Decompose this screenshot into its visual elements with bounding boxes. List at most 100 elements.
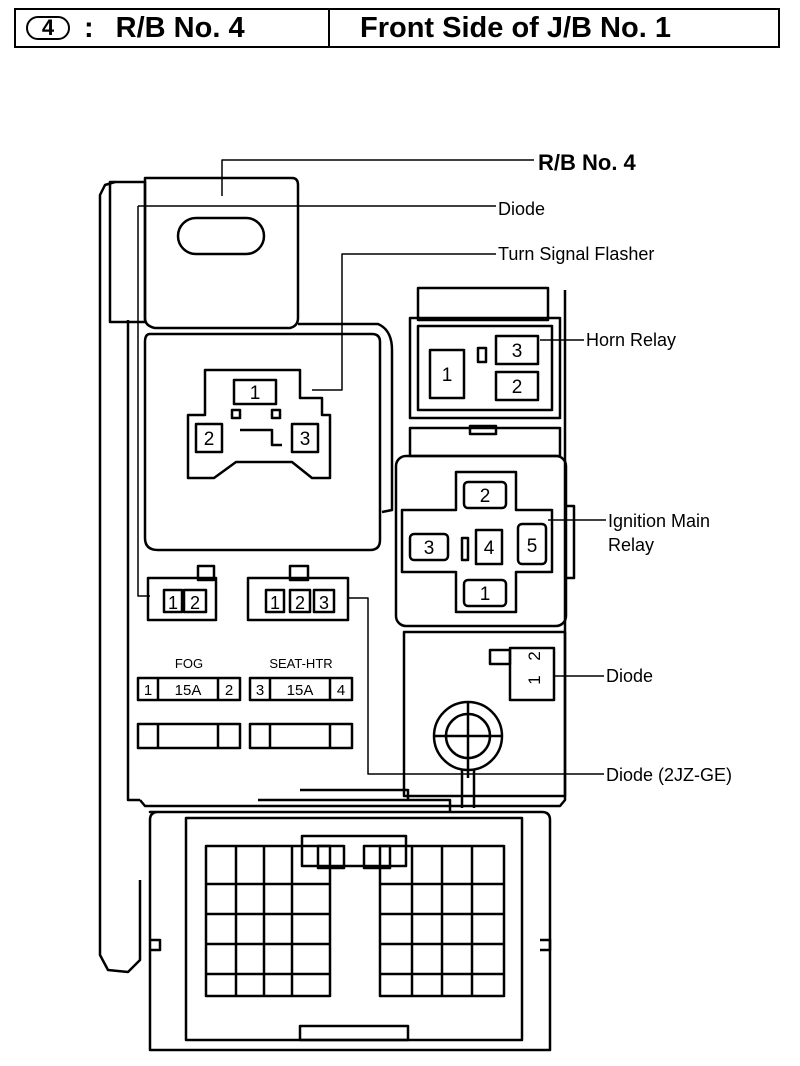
bottom-connector-center-hood: [300, 834, 408, 868]
diode-small-pin-1: 1: [168, 593, 178, 613]
header-right-cell: Front Side of J/B No. 1: [360, 10, 770, 46]
seat-htr-fuse-dividers: [268, 678, 332, 700]
horn-pin-3: 3: [512, 341, 523, 362]
diode-3pin-pin-1-box: [264, 588, 286, 614]
fog-fuse-spare: [136, 722, 242, 750]
ignition-pin-5: 5: [527, 536, 538, 557]
ignition-pin-key: [460, 536, 470, 562]
seat-htr-fuse-spare: [248, 722, 354, 750]
bottom-connector-latch: [298, 1024, 410, 1042]
fuse-fog-left-pin: 1: [144, 682, 152, 699]
label-ignition-main-line2: Relay: [608, 535, 654, 555]
vent-stem: [460, 770, 476, 808]
diode-3pin-body: [246, 576, 350, 622]
horn-pin-1-box: [428, 348, 466, 400]
diode-3pin-pin-3: 3: [319, 593, 329, 613]
ignition-pin-4: 4: [484, 538, 495, 559]
location-number-badge: 4: [26, 15, 70, 40]
diode-3pin-pin-2: 2: [295, 593, 305, 613]
vent-cross: [434, 702, 502, 778]
flasher-center-web: [240, 428, 282, 447]
label-diode-top: Diode: [498, 199, 545, 219]
bottom-connector-center-pin-b: [362, 844, 392, 870]
flasher-pin-3-box: [290, 422, 320, 454]
header-left-title: R/B No. 4: [115, 11, 245, 44]
diode-small-latch: [196, 564, 216, 582]
fuse-seat-htr-right-pin: 4: [337, 682, 345, 699]
diode-3pin-pin-3-box: [312, 588, 336, 614]
housing-left-rail: [98, 180, 142, 974]
diode-small-body: [146, 576, 218, 622]
leader-diode-top: [137, 205, 496, 597]
lower-right-panel: [402, 630, 567, 798]
label-rb-no4: R/B No. 4: [538, 150, 637, 175]
bottom-connector-right-grid: [380, 846, 504, 996]
ignition-pin-3-box: [408, 532, 450, 562]
ignition-pin-2: 2: [480, 486, 491, 507]
relay-spacer-notch: [468, 424, 498, 436]
header-divider: [328, 10, 330, 46]
flasher-socket: [186, 368, 332, 480]
top-diode-block: [143, 176, 300, 330]
label-horn-relay: Horn Relay: [586, 330, 676, 350]
label-diode-mid: Diode: [606, 666, 653, 686]
housing-outline: [108, 180, 147, 324]
horn-pin-1: 1: [442, 365, 453, 386]
diode-right-pin-2: 2: [525, 651, 544, 660]
diode-right-pin-1: 1: [525, 675, 544, 684]
fuse-fog-rating: 15A: [175, 682, 202, 699]
horn-pin-2: 2: [512, 377, 523, 398]
fuse-fog-right-pin: 2: [225, 682, 233, 699]
flasher-pin-3: 3: [300, 429, 311, 450]
diode-small-pin-2: 2: [190, 593, 200, 613]
flasher-key-right: [270, 408, 282, 420]
ignition-pin-1-box: [462, 578, 508, 608]
horn-relay-cap: [416, 286, 550, 322]
diode-small-pin-1-box: [162, 588, 184, 614]
top-diode-window: [176, 216, 266, 256]
bottom-connector-frame: [184, 816, 524, 1042]
diode-small-pin-2-box: [182, 588, 208, 614]
fuse-fog-name: FOG: [175, 656, 203, 671]
relay-spacer: [408, 426, 562, 458]
flasher-housing: [143, 332, 382, 552]
bottom-connector-top-rail: [258, 788, 452, 812]
ignition-pin-2-box: [462, 480, 508, 510]
flasher-pin-2-box: [194, 422, 224, 454]
label-turn-signal-flasher: Turn Signal Flasher: [498, 244, 654, 264]
fuse-seat-htr-left-pin: 3: [256, 682, 264, 699]
seat-htr-fuse-body: [248, 676, 354, 702]
label-ignition-main-line1: Ignition Main: [608, 511, 710, 531]
bottom-connector-left-block: [204, 844, 332, 998]
horn-relay-body: [408, 316, 562, 420]
page-header: 4 : R/B No. 4 Front Side of J/B No. 1: [14, 8, 780, 48]
label-diode-2jz: Diode (2JZ-GE): [606, 765, 732, 785]
leader-rb-no4: [221, 159, 534, 196]
horn-relay-inner: [416, 324, 554, 412]
leader-diode-2jz: [348, 597, 604, 775]
fuse-seat-htr-name: SEAT-HTR: [269, 656, 332, 671]
bottom-connector-shell: [148, 810, 552, 1052]
ignition-pin-3: 3: [424, 538, 435, 559]
flasher-pin-2: 2: [204, 429, 215, 450]
leader-turn-signal: [312, 253, 496, 391]
header-right-title: Front Side of J/B No. 1: [360, 11, 671, 44]
diode-3pin-pin-2-box: [288, 588, 312, 614]
flasher-pin-1: 1: [250, 383, 261, 404]
horn-pin-2-box: [494, 370, 540, 402]
diode-3pin-pin-1: 1: [270, 593, 280, 613]
spare-fuse-dividers: [156, 724, 332, 748]
horn-pin-3-box: [494, 334, 540, 366]
flasher-housing-ear: [298, 322, 394, 514]
housing-left-inner: [126, 320, 140, 802]
fuse-seat-htr-rating: 15A: [287, 682, 314, 699]
housing-right-wall: [139, 290, 567, 808]
fog-fuse-body: [136, 676, 242, 702]
diode-3pin-latch: [288, 564, 310, 582]
header-left-cell: 4 : R/B No. 4: [16, 10, 328, 46]
ignition-relay-clip: [566, 504, 576, 580]
ignition-pin-4-box: [474, 528, 504, 566]
flasher-key-left: [230, 408, 242, 420]
ignition-relay-body: [394, 454, 568, 628]
